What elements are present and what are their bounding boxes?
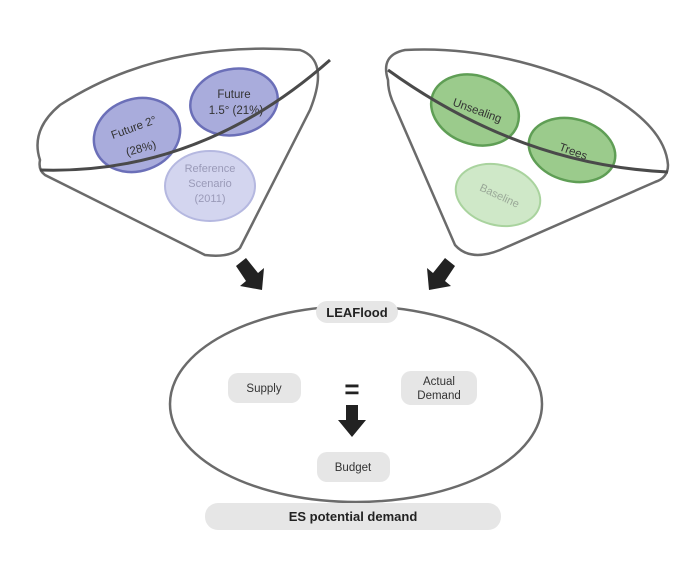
es-potential-demand-bar [205,503,501,530]
future-15-label-1: Future [217,89,250,101]
future-15-ellipse [189,67,279,137]
supply-box [228,373,301,403]
leaflood-model: LEAFlood Supply = Actual Demand Budget [168,301,544,504]
leaflood-title: LEAFlood [326,305,387,320]
budget-box [317,452,390,482]
left-arrow [236,258,264,290]
baseline-ellipse [454,162,542,228]
leaflood-title-box [316,301,398,323]
right-bowl-rim [387,68,669,174]
left-bowl-outline [36,47,320,257]
trees-ellipse [527,116,617,184]
budget-label: Budget [335,462,372,474]
unsealing-ellipse [429,73,521,147]
left-bowl-rim [39,58,331,172]
right-bowl-outline [384,48,670,257]
budget-arrow [338,405,366,437]
future-2-ellipse [92,96,182,174]
supply-label: Supply [246,383,281,395]
reference-label-2: Scenario [188,178,231,190]
left-bowl: Reference Scenario (2011) Future 2° (28%… [36,47,331,257]
reference-scenario-ellipse [164,150,256,222]
reference-label-3: (2011) [195,193,226,205]
actual-demand-label-2: Demand [417,390,460,402]
future-15-label-2: 1.5° (21%) [209,105,264,117]
reference-label-1: Reference [185,163,236,175]
right-bowl: Baseline Unsealing Trees [384,48,670,257]
es-potential-demand-label: ES potential demand [289,509,418,524]
actual-demand-box [401,371,477,405]
equals-sign: = [344,374,359,404]
right-arrow [427,258,455,290]
actual-demand-label-1: Actual [423,376,455,388]
